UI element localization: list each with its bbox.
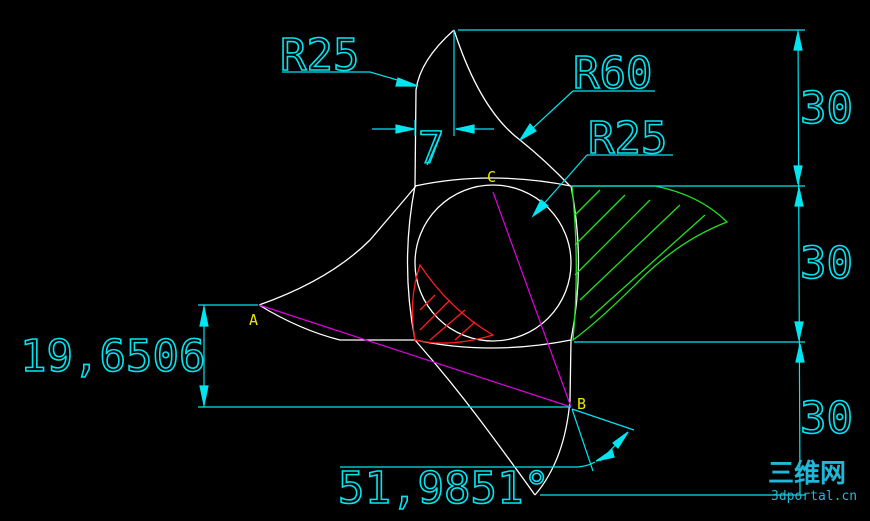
dim-vertical-30-middle: 30 bbox=[800, 238, 853, 289]
dim-angle-51-9851: 51,9851° bbox=[338, 463, 550, 514]
part-geometry bbox=[258, 29, 580, 496]
dim-vertical-30-bottom: 30 bbox=[800, 393, 853, 444]
green-hatch-region bbox=[571, 185, 729, 342]
point-label-c: C bbox=[487, 168, 496, 186]
watermark-subtitle: 3dportal.cn bbox=[771, 489, 857, 504]
dim-vertical-30-top: 30 bbox=[800, 83, 853, 134]
dim-radius-top-left: R25 bbox=[280, 30, 359, 81]
construction-lines bbox=[258, 191, 572, 408]
watermark: 三维网 3dportal.cn bbox=[768, 458, 857, 504]
dimension-lines bbox=[198, 29, 805, 496]
dim-radius-mid-right: R25 bbox=[588, 113, 667, 164]
dim-height-19-6506: 19,6506 bbox=[20, 331, 205, 382]
dim-width-7: 7 bbox=[418, 123, 445, 174]
watermark-title: 三维网 bbox=[768, 458, 846, 489]
point-label-a: A bbox=[249, 311, 258, 329]
red-hatch-region bbox=[411, 263, 495, 344]
dim-radius-r60: R60 bbox=[573, 48, 652, 99]
point-label-b: B bbox=[577, 395, 586, 413]
